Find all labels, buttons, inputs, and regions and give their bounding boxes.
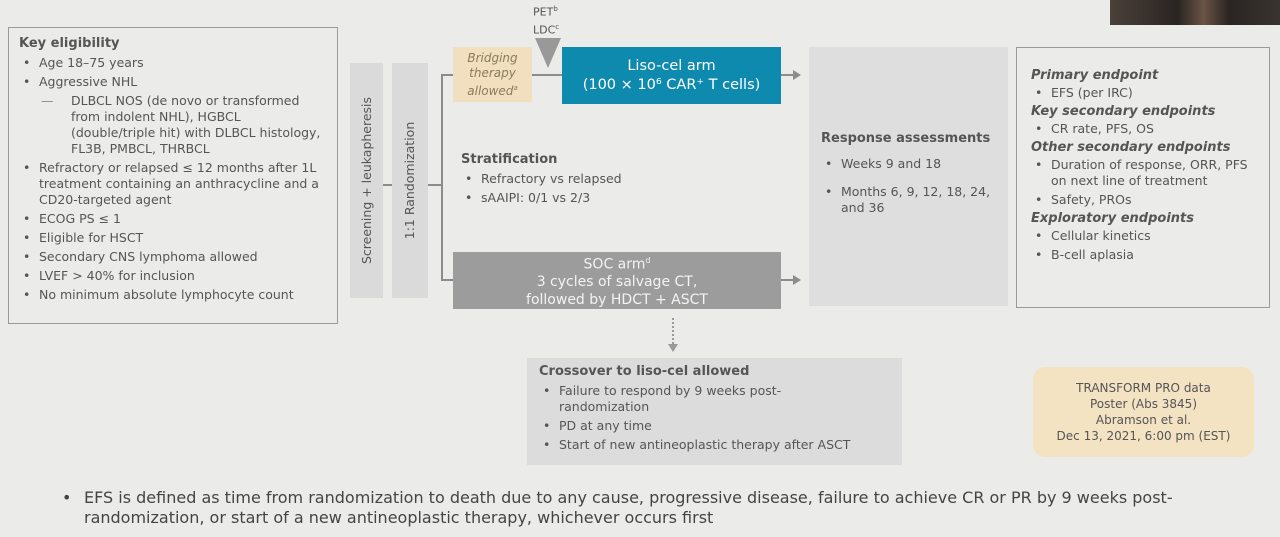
efs-definition-footer: EFS is defined as time from randomizatio… [58, 488, 1178, 531]
ldc-label: LDC [533, 23, 556, 37]
connector [532, 74, 562, 76]
webcam-thumbnail [1110, 0, 1280, 25]
eligibility-item: LVEF > 40% for inclusion [19, 268, 327, 284]
liso-cel-title: Liso-cel arm [627, 57, 716, 74]
soc-detail: followed by HDCT + ASCT [526, 292, 708, 309]
eligibility-item: No minimum absolute lymphocyte count [19, 287, 327, 303]
bridging-label: Bridging therapy allowed [467, 50, 518, 98]
connector [441, 74, 453, 76]
crossover-item: Start of new antineoplastic therapy afte… [539, 437, 890, 453]
endpoint-item: Duration of response, ORR, PFS on next l… [1031, 157, 1255, 189]
endpoint-item: Cellular kinetics [1031, 228, 1255, 244]
pet-ldc-label: PETb LDCc [533, 2, 559, 37]
footnote-mark: b [553, 5, 558, 13]
eligibility-title: Key eligibility [19, 36, 120, 51]
stratification-block: Stratification Refractory vs relapsed sA… [461, 152, 661, 209]
arrow-down-icon [668, 344, 678, 352]
connector [441, 279, 453, 281]
crossover-title: Crossover to liso-cel allowed [539, 364, 750, 379]
endpoint-item: Safety, PROs [1031, 192, 1255, 208]
footnote-mark: d [645, 255, 651, 265]
soc-arm-box: SOC armd 3 cycles of salvage CT, followe… [453, 252, 781, 309]
callout-line: Dec 13, 2021, 6:00 pm (EST) [1056, 429, 1231, 443]
eligibility-item: Refractory or relapsed ≤ 12 months after… [19, 160, 327, 208]
response-item: Weeks 9 and 18 [821, 156, 996, 172]
crossover-box: Crossover to liso-cel allowed Failure to… [527, 358, 902, 465]
response-title: Response assessments [821, 131, 991, 146]
randomization-step: 1:1 Randomization [392, 63, 428, 298]
eligibility-subitem: DLBCL NOS (de novo or transformed from i… [19, 93, 327, 157]
soc-detail: 3 cycles of salvage CT, [536, 274, 698, 291]
other-secondary-title: Other secondary endpoints [1031, 140, 1231, 155]
eligibility-item: ECOG PS ≤ 1 [19, 211, 327, 227]
exploratory-title: Exploratory endpoints [1031, 211, 1194, 226]
callout-line: Abramson et al. [1095, 413, 1192, 427]
bridging-therapy-box: Bridging therapy alloweda [453, 47, 532, 102]
endpoint-item: B-cell aplasia [1031, 247, 1255, 263]
footer-bullet: EFS is defined as time from randomizatio… [58, 488, 1178, 528]
endpoints-box: Primary endpoint EFS (per IRC) Key secon… [1016, 47, 1270, 308]
triangle-marker-icon [535, 38, 561, 68]
response-assessments-box: Response assessments Weeks 9 and 18 Mont… [809, 47, 1008, 306]
soc-title: SOC arm [583, 256, 646, 273]
stratification-item: Refractory vs relapsed [461, 171, 661, 187]
arrow-line [781, 279, 793, 281]
connector [383, 184, 392, 186]
connector [428, 184, 442, 186]
liso-cel-arm-box: Liso-cel arm (100 × 10⁶ CAR⁺ T cells) [562, 47, 781, 104]
primary-endpoint-title: Primary endpoint [1031, 68, 1159, 83]
eligibility-item: Secondary CNS lymphoma allowed [19, 249, 327, 265]
eligibility-item: Aggressive NHL [19, 74, 327, 90]
footnote-mark: c [555, 22, 560, 31]
arrow-right-icon [793, 70, 801, 80]
screening-step: Screening + leukapheresis [350, 63, 383, 298]
crossover-item: PD at any time [539, 418, 890, 434]
randomization-label: 1:1 Randomization [402, 121, 418, 240]
footnote-mark: a [513, 83, 518, 92]
eligibility-item: Eligible for HSCT [19, 230, 327, 246]
stratification-title: Stratification [461, 152, 558, 167]
callout-line: TRANSFORM PRO data [1076, 381, 1211, 395]
transform-pro-callout: TRANSFORM PRO data Poster (Abs 3845) Abr… [1033, 367, 1254, 457]
eligibility-item: Age 18–75 years [19, 55, 327, 71]
stratification-item: sAAIPI: 0/1 vs 2/3 [461, 190, 661, 206]
liso-cel-dose: (100 × 10⁶ CAR⁺ T cells) [582, 76, 761, 93]
pet-label: PET [533, 5, 554, 19]
bracket [441, 74, 443, 281]
endpoint-item: CR rate, PFS, OS [1031, 121, 1255, 137]
dotted-arrow-line [672, 318, 674, 344]
crossover-item: Failure to respond by 9 weeks post-rando… [539, 383, 789, 415]
endpoint-item: EFS (per IRC) [1031, 85, 1255, 101]
response-item: Months 6, 9, 12, 18, 24, and 36 [821, 184, 996, 216]
callout-line: Poster (Abs 3845) [1089, 397, 1198, 411]
arrow-line [781, 74, 793, 76]
arrow-right-icon [793, 275, 801, 285]
screening-label: Screening + leukapheresis [359, 96, 374, 265]
key-secondary-title: Key secondary endpoints [1031, 104, 1216, 119]
eligibility-box: Key eligibility Age 18–75 years Aggressi… [8, 27, 338, 324]
